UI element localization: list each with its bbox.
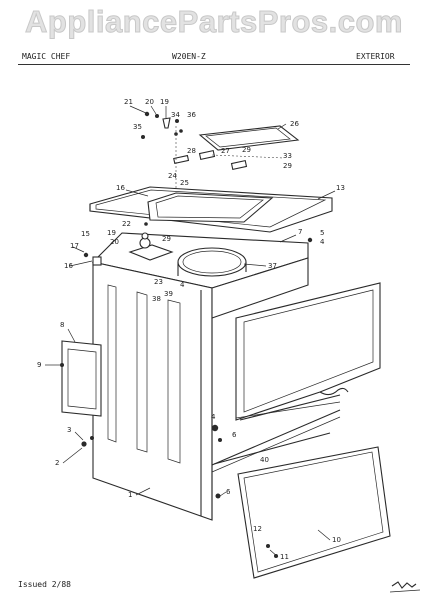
callout-31: 20 [145,98,154,106]
callout-32: 21 [124,98,133,106]
callout-labels: 21 20 19 34 36 35 26 28 27 29 33 29 24 2… [37,98,345,561]
callout-21: 22 [122,220,131,228]
callout-19: 19 [107,229,116,237]
callout-30: 19 [160,98,169,106]
callout-18: 16 [116,184,125,192]
callout-17: 17 [70,242,79,250]
callout-12: 12 [253,525,262,533]
section-title: EXTERIOR [356,52,395,61]
callout-5b: 6 [232,431,237,439]
callout-5a: 5 [320,229,324,237]
callout-29b: 29 [283,162,292,170]
cabinet-body [92,257,341,521]
callout-27: 28 [187,147,196,155]
top-cover [89,186,333,233]
model-number: W20EN-Z [172,52,206,61]
rail-and-screws [60,222,331,558]
front-panel [237,446,391,579]
callout-34: 34 [171,111,180,119]
watermark-logo: AppliancePartsPros.com [25,4,403,40]
callout-3: 3 [67,426,71,434]
issue-date: Issued 2/88 [18,580,71,589]
callout-4a: 4 [320,238,325,246]
callout-28: 29 [162,235,171,243]
callout-38: 38 [152,295,161,303]
callout-6: 6 [226,488,231,496]
callout-35: 35 [133,123,142,131]
header-divider [18,64,410,65]
callout-40: 40 [260,456,269,464]
rear-panel [235,282,381,421]
callout-39: 39 [164,290,173,298]
callout-4b: 4 [180,281,185,289]
callout-36: 36 [187,111,196,119]
corner-mark [389,581,421,593]
callout-23: 24 [168,172,177,180]
callout-24: 25 [180,179,189,187]
diagram-header: MAGIC CHEF W20EN-Z EXTERIOR [0,50,428,64]
callout-26: 27 [221,147,230,155]
callout-29a: 29 [242,146,251,154]
callout-10: 10 [332,536,341,544]
lid-hardware [141,111,285,196]
callout-22: 23 [154,278,163,286]
service-panel [61,340,102,417]
callout-4c: 4 [211,413,216,421]
callout-2: 2 [55,459,59,467]
brand-label: MAGIC CHEF [22,52,71,61]
callout-7: 7 [298,228,302,236]
callout-20: 20 [110,238,119,246]
callout-25: 26 [290,120,299,128]
callout-8: 8 [60,321,64,329]
callout-1: 1 [128,491,132,499]
callout-11: 11 [280,553,289,561]
callout-33a: 33 [283,152,292,160]
callout-9: 9 [37,361,41,369]
lid-panel [198,125,300,151]
callout-13: 13 [336,184,345,192]
callout-15: 15 [81,230,90,238]
callout-37: 37 [268,262,277,270]
callout-16: 16 [64,262,73,270]
